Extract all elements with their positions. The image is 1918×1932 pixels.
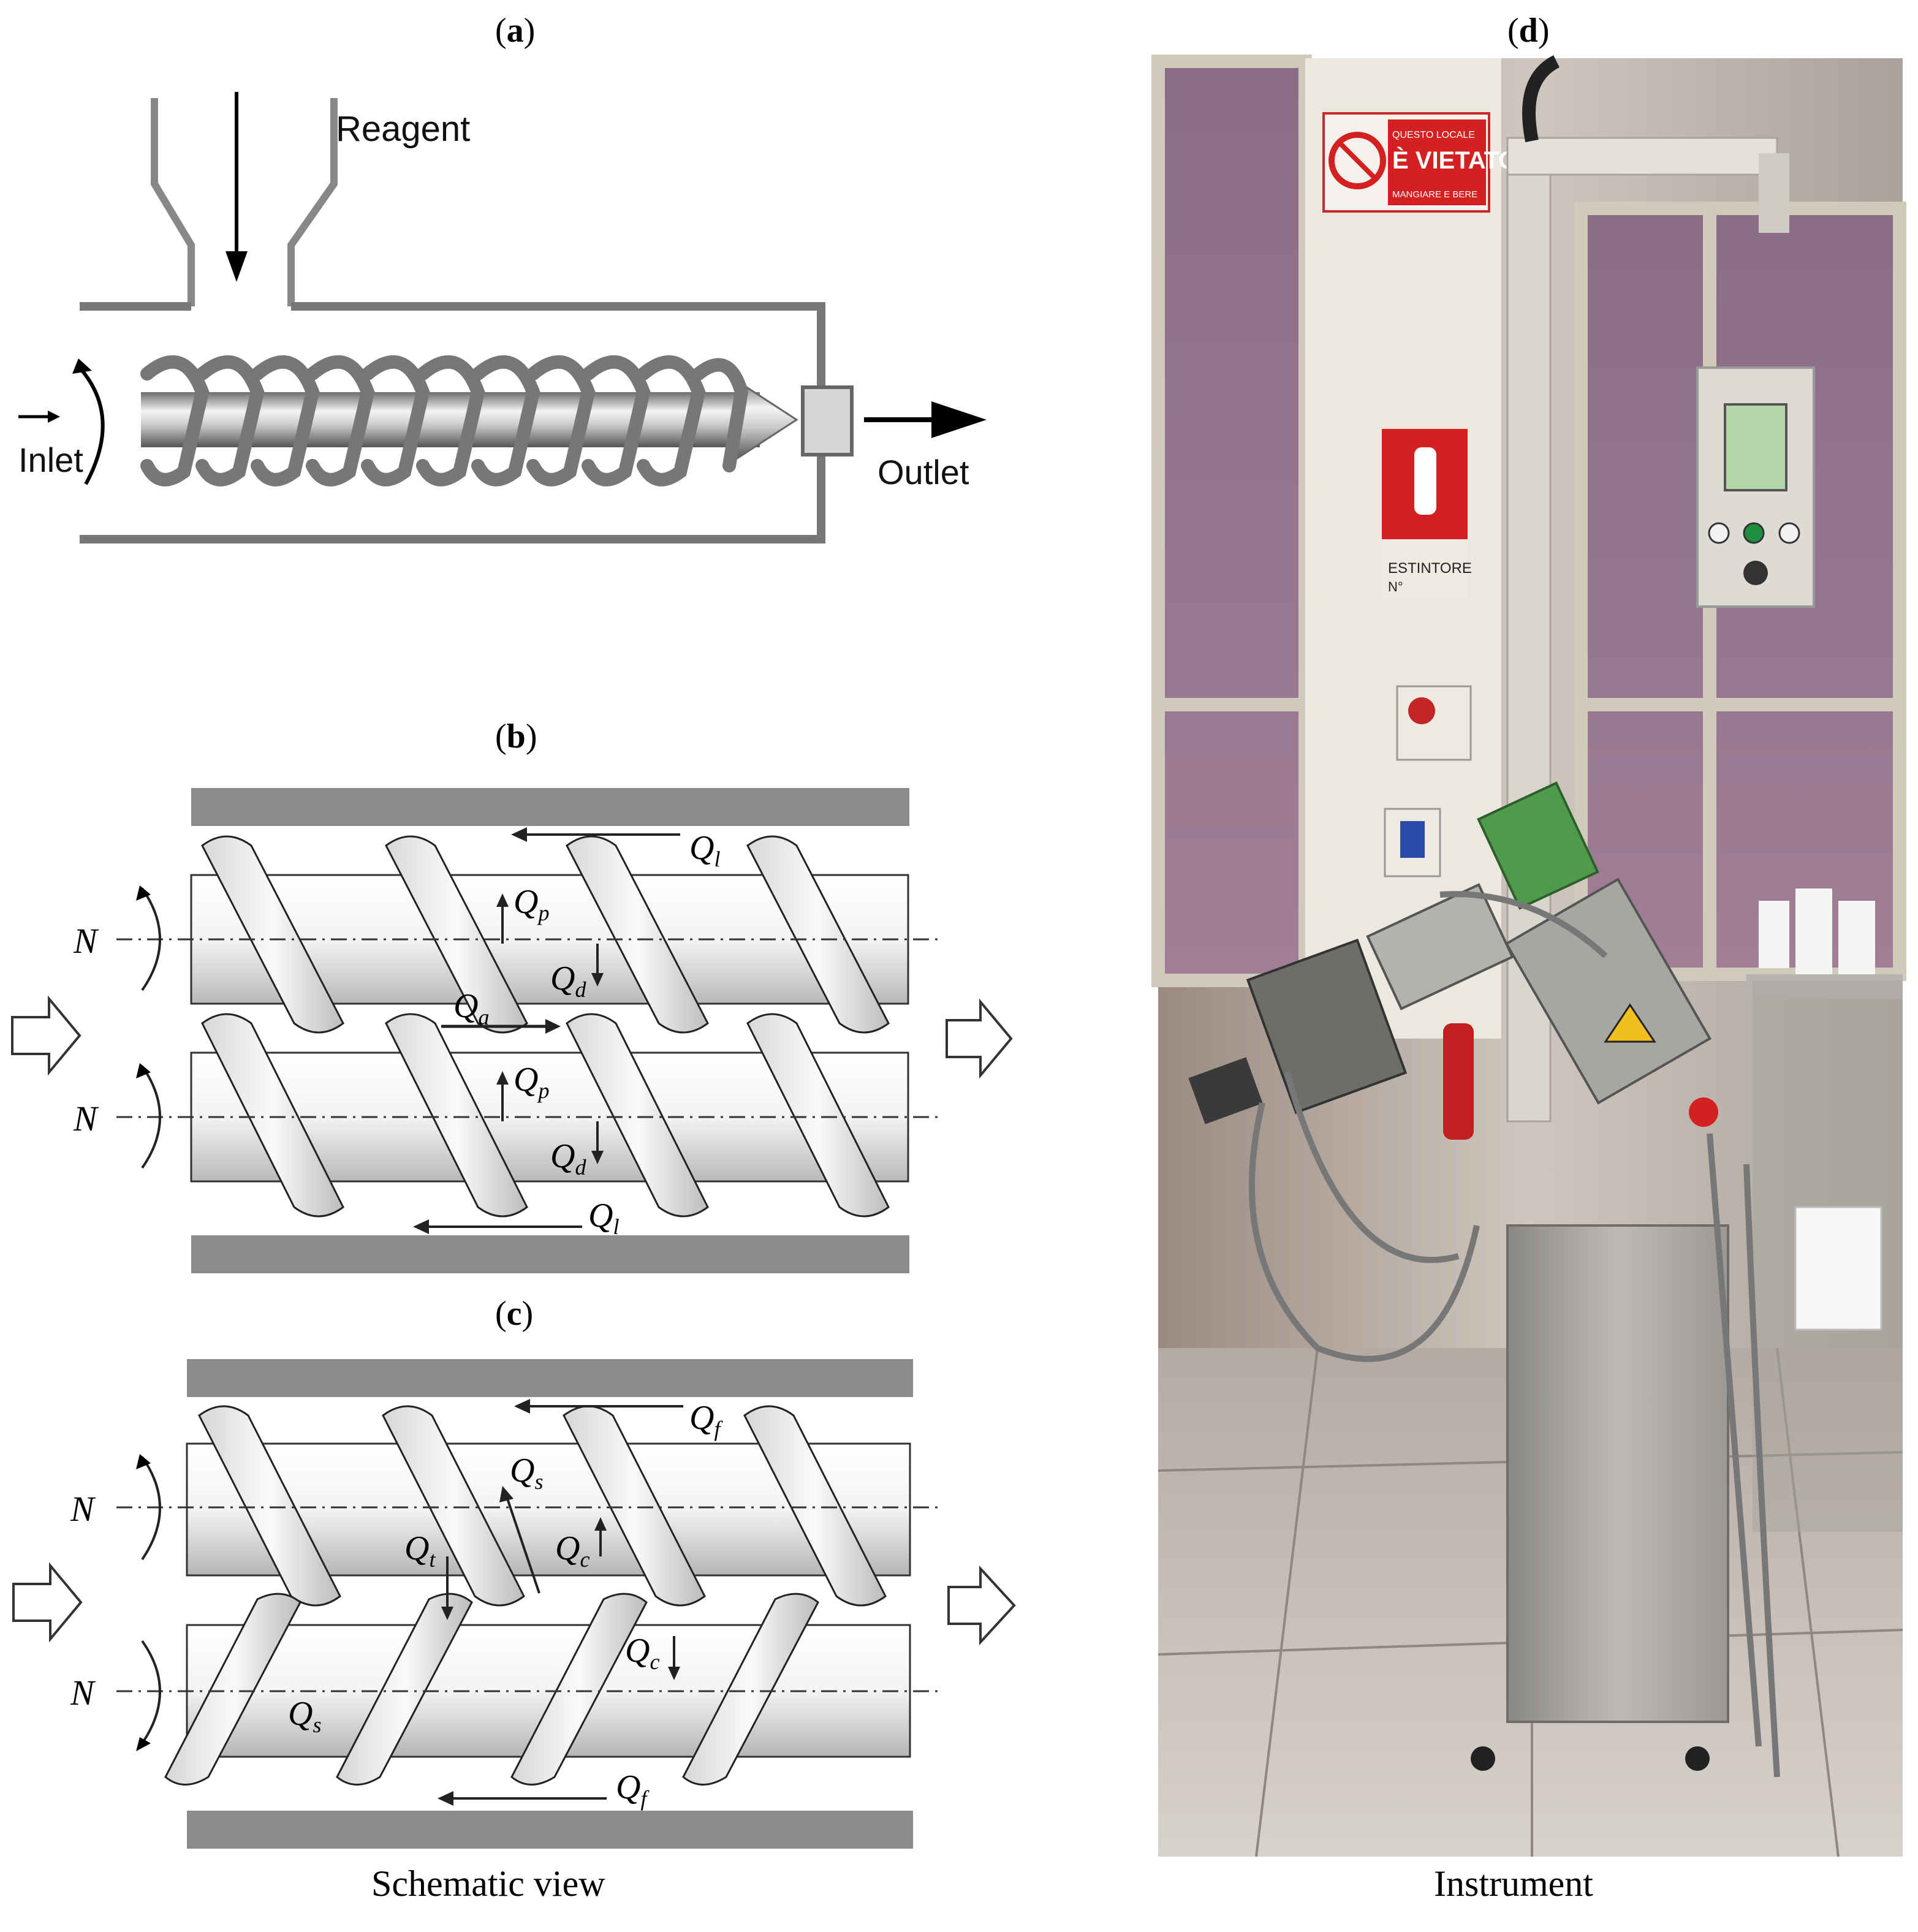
outflow-arrow-b xyxy=(946,998,1013,1079)
panel-a-label: (a) xyxy=(495,12,536,50)
bottom-casing-c xyxy=(187,1811,913,1849)
top-casing-b xyxy=(191,788,909,826)
flow-label-drag-upper-b: Qd xyxy=(550,960,586,1002)
rotation-arrow xyxy=(78,366,105,485)
flow-label-tetra-c: Qt xyxy=(404,1529,436,1572)
inflow-arrow-c xyxy=(12,1562,83,1643)
upper-flights-b xyxy=(201,835,890,1034)
sign-main: È VIETATO xyxy=(1392,146,1517,174)
flow-label-leak-top-b: Ql xyxy=(689,829,720,871)
bottom-casing-b xyxy=(191,1235,909,1273)
left-window xyxy=(1158,61,1305,980)
inflow-arrow-b xyxy=(11,995,81,1076)
panel-b-label: (b) xyxy=(495,718,537,756)
speed-upper-c: N xyxy=(70,1489,96,1529)
extruder-head xyxy=(1188,781,1718,1127)
screw-flights xyxy=(140,355,749,487)
sign-bottom-line: MANGIARE E BERE xyxy=(1392,189,1477,200)
flow-label-drag-lower-b: Qd xyxy=(550,1137,586,1180)
flow-label-axial-b: Qa xyxy=(453,987,489,1029)
top-casing-c xyxy=(187,1359,913,1397)
panel-c-label: (c) xyxy=(495,1295,534,1333)
schematic-caption: Schematic view xyxy=(371,1863,605,1904)
control-screen xyxy=(1724,403,1787,491)
extinguisher-label: ESTINTORE xyxy=(1388,560,1472,577)
rotation-upper-c xyxy=(141,1456,161,1561)
outflow-arrow-c xyxy=(947,1565,1016,1646)
instrument-caption: Instrument xyxy=(1434,1863,1593,1904)
lower-flights-c xyxy=(164,1593,819,1786)
inlet-label: Inlet xyxy=(18,441,83,479)
upper-flights-c xyxy=(198,1405,887,1607)
rotation-lower-b xyxy=(141,1065,161,1169)
extruder-cabinet xyxy=(1506,1224,1729,1723)
flow-label-leak-bottom-b: Ql xyxy=(588,1197,619,1239)
panel-a-diagram: Reagent Inlet Outlet xyxy=(18,92,987,544)
rotation-upper-b xyxy=(141,887,161,991)
sign-top-line: QUESTO LOCALE xyxy=(1392,130,1475,140)
panel-d-label: (d) xyxy=(1507,12,1550,50)
extinguisher-number: N° xyxy=(1388,579,1403,594)
reagent-label: Reagent xyxy=(336,109,470,149)
panel-c-diagram: N N Qf Qs Qt Qc Qc Qs Qf xyxy=(12,1359,1016,1849)
speed-lower-c: N xyxy=(70,1673,96,1713)
outlet-nozzle xyxy=(801,385,854,456)
flow-label-calender-upper-c: Qc xyxy=(555,1529,589,1572)
speed-upper-b: N xyxy=(73,921,99,961)
rotation-lower-c xyxy=(141,1640,161,1744)
panel-b-diagram: N N Ql Qp Qd Qa Qp Qd Ql xyxy=(11,788,1013,1273)
flow-label-pressure-lower-b: Qp xyxy=(514,1061,549,1103)
speed-lower-b: N xyxy=(73,1099,99,1138)
instrument-photo: QUESTO LOCALE È VIETATO MANGIARE E BERE … xyxy=(1151,55,1906,1857)
flow-label-calender-lower-c: Qc xyxy=(625,1632,659,1674)
flow-label-pressure-upper-b: Qp xyxy=(514,883,549,925)
overhead-arm xyxy=(1506,137,1778,176)
lower-flights-b xyxy=(201,1013,890,1218)
flow-label-side-upper-c: Qs xyxy=(510,1452,543,1494)
flow-label-side-lower-c: Qs xyxy=(288,1695,321,1737)
reagent-funnel xyxy=(151,98,338,306)
cables xyxy=(1248,891,1780,1778)
outlet-label: Outlet xyxy=(878,453,969,491)
